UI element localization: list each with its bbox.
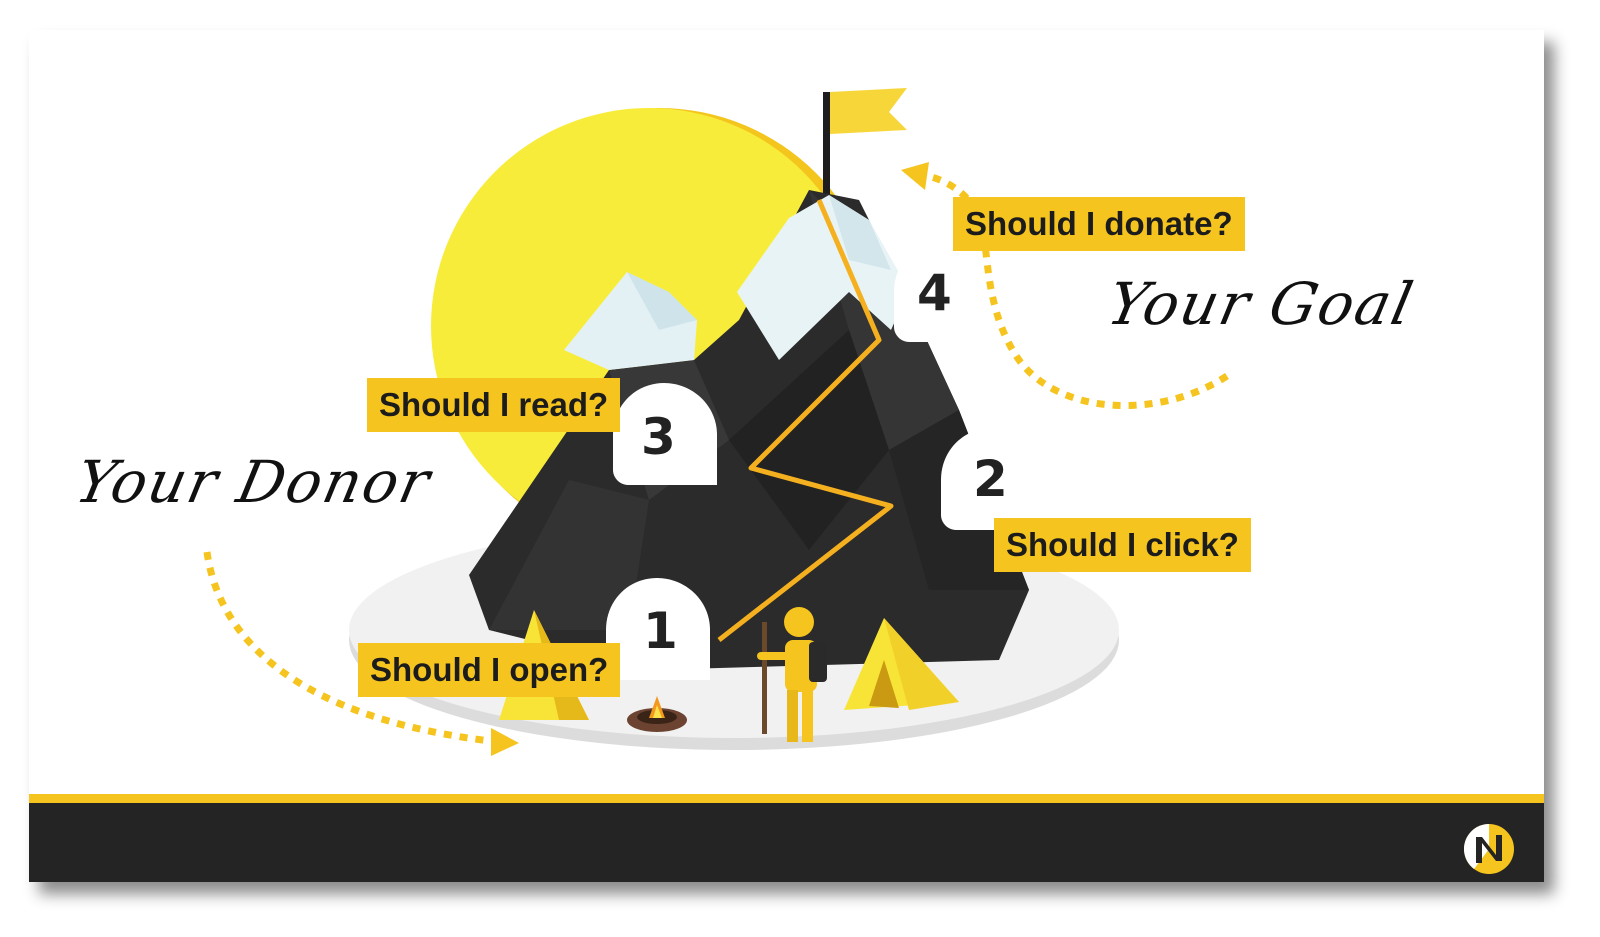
footer-bar (29, 803, 1544, 882)
step-label-click: Should I click? (994, 518, 1251, 572)
brand-logo-icon (1464, 824, 1514, 874)
trail-path (717, 199, 894, 642)
step-badge-2: 2 (941, 428, 1045, 530)
hiker-icon (757, 607, 827, 742)
step-label-open: Should I open? (358, 643, 621, 697)
step-number-1: 1 (643, 602, 678, 660)
step-number-4: 4 (917, 264, 952, 322)
step-number-2: 2 (973, 450, 1008, 508)
step-label-donate: Should I donate? (953, 197, 1245, 251)
campfire-icon (627, 696, 687, 732)
step-label-read: Should I read? (367, 378, 621, 432)
step-number-3: 3 (641, 408, 676, 466)
donor-caption: Your Donor (69, 448, 438, 516)
step-badge-3: 3 (613, 383, 717, 485)
donor-arrow (203, 551, 519, 756)
step-badge-1: 1 (606, 578, 710, 680)
step-badge-4: 4 (894, 240, 998, 342)
footer-accent-line (29, 794, 1544, 803)
goal-caption: Your Goal (1101, 270, 1421, 338)
slide: 1 2 3 4 Should I open? Should I click? S… (29, 30, 1544, 882)
flag-icon (823, 88, 907, 212)
mountain-illustration: 1 2 3 4 (203, 88, 1229, 756)
